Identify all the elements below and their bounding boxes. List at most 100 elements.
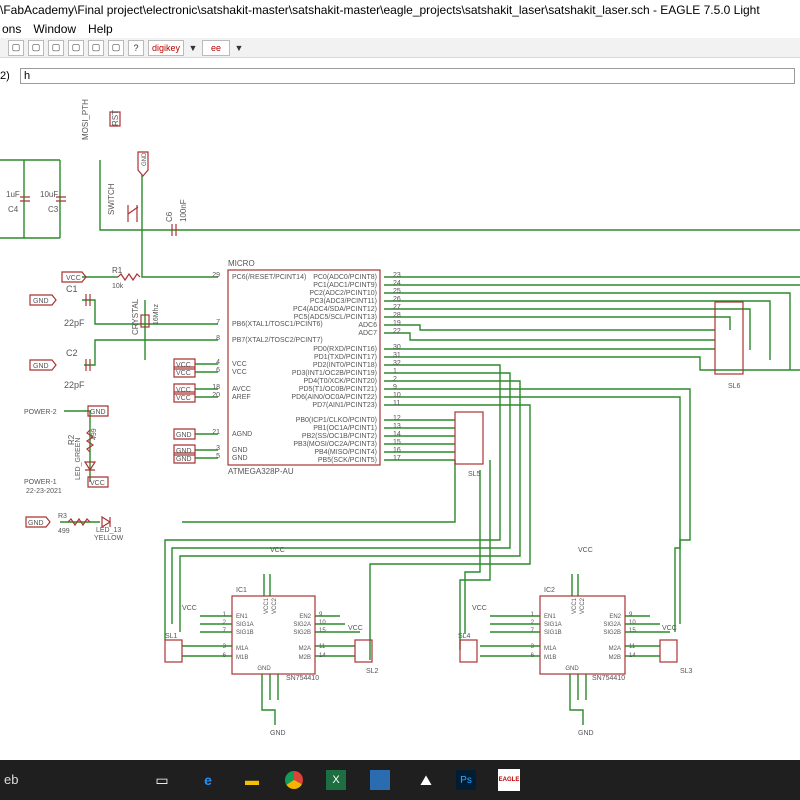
- c3-label: C3: [48, 205, 59, 214]
- driver-pin-number: 3: [223, 644, 227, 650]
- pin-number: 13: [393, 423, 401, 430]
- app-icon[interactable]: [370, 770, 390, 790]
- digikey-logo-button[interactable]: digikey: [148, 39, 184, 56]
- photoshop-icon[interactable]: Ps: [456, 770, 476, 790]
- c2-value: 22pF: [64, 380, 85, 390]
- toolbar-button[interactable]: ▢: [68, 39, 84, 56]
- help-button[interactable]: ?: [128, 39, 144, 56]
- gnd-flag: [29, 294, 57, 306]
- toolbar-button[interactable]: ▢: [28, 39, 44, 56]
- gnd-flag-label: GND: [90, 409, 106, 416]
- driver-pin-name: EN2: [299, 614, 311, 620]
- gnd-flag: [29, 359, 57, 371]
- pin-name: PC1(ADC1/PCINT9): [313, 282, 377, 289]
- c6-value: 100nF: [179, 199, 188, 222]
- toolbar-button[interactable]: ▢: [8, 39, 24, 56]
- driver-pin-name: SIG1B: [544, 630, 562, 636]
- pin-name: PB3(MOSI/OC2A/PCINT3): [293, 441, 377, 448]
- pin-name: PB7(XTAL2/TOSC2/PCINT7): [232, 337, 323, 344]
- pin-name: ADC6: [358, 322, 377, 329]
- r2-label: R2: [67, 434, 76, 445]
- driver-pin-number: 2: [223, 620, 227, 626]
- led-green-label: LED_GREEN: [75, 438, 82, 480]
- toolbar-button[interactable]: ▢: [48, 39, 64, 56]
- gnd-flag-label: GND: [28, 520, 44, 527]
- r3-value: 499: [58, 528, 70, 535]
- menu-window[interactable]: Window: [33, 22, 77, 36]
- driver-pin-name: EN1: [544, 614, 556, 620]
- window-title: \FabAcademy\Final project\electronic\sat…: [0, 0, 800, 20]
- driver-pin-name: SIG1A: [544, 622, 562, 628]
- photos-icon[interactable]: ⛰: [420, 771, 432, 788]
- gnd-label: GND: [270, 730, 286, 737]
- chrome-icon[interactable]: [282, 768, 306, 792]
- vcc-flag-label: VCC: [176, 362, 191, 369]
- edge-icon[interactable]: e: [204, 772, 212, 788]
- toolbar-button[interactable]: ▢: [108, 39, 124, 56]
- task-view-icon[interactable]: ▭: [155, 771, 169, 788]
- driver-pin-number: 15: [319, 628, 326, 634]
- vcc-flag-label: VCC: [176, 395, 191, 402]
- pin-name: PB1(OC1A/PCINT1): [313, 425, 377, 432]
- pin-name: PD1(TXD/PCINT17): [314, 354, 377, 361]
- sl3-connector: [659, 639, 678, 663]
- menu-help[interactable]: Help: [88, 22, 113, 36]
- pin-number: 21: [212, 429, 220, 436]
- pin-number: 20: [212, 392, 220, 399]
- pin-number: 1: [393, 368, 397, 375]
- menu-options[interactable]: ons: [2, 22, 22, 36]
- driver-pin-number: 15: [629, 628, 636, 634]
- pin-name: PB5(SCK/PCINT5): [318, 457, 377, 464]
- chevron-down-icon[interactable]: ▼: [188, 42, 198, 53]
- gnd-flag-label: GND: [33, 298, 49, 305]
- driver-pin-name: VCC1: [572, 597, 578, 614]
- driver-pin-number: 14: [319, 653, 326, 659]
- vcc-flag: [87, 476, 109, 488]
- gnd-flag: [137, 151, 149, 177]
- toolbar-button[interactable]: ▢: [88, 39, 104, 56]
- rst-flag: [109, 111, 121, 127]
- search-text[interactable]: eb: [4, 772, 19, 787]
- excel-icon[interactable]: X: [326, 770, 346, 790]
- driver-pin-number: 14: [629, 653, 636, 659]
- sl2-label: SL2: [366, 668, 379, 675]
- sl1-label: SL1: [165, 633, 178, 640]
- pin-number: 28: [393, 312, 401, 319]
- crystal-value: 16Mhz: [153, 303, 160, 325]
- eagle-icon[interactable]: EAGLE: [498, 769, 520, 791]
- pin-number: 4: [216, 359, 220, 366]
- c3-value: 10uF: [40, 190, 58, 199]
- pin-name: VCC: [232, 369, 247, 376]
- vcc-flag: [61, 271, 87, 283]
- sl4-label: SL4: [458, 633, 471, 640]
- chevron-down-icon[interactable]: ▼: [234, 42, 244, 53]
- driver-pin-name: M1B: [236, 655, 248, 661]
- driver-pin-name: M1A: [236, 646, 248, 652]
- driver-pin-name: EN2: [609, 614, 621, 620]
- r2-value: 499: [91, 428, 98, 440]
- driver-pin-name: GND: [565, 666, 579, 672]
- driver-pin-number: 9: [629, 612, 633, 618]
- pin-number: 23: [393, 272, 401, 279]
- pin-name: ADC7: [358, 330, 377, 337]
- pin-name: PD6(AIN0/OC0A/PCINT22): [291, 394, 377, 401]
- logo2-button[interactable]: ee: [202, 39, 230, 56]
- gnd-label: GND: [142, 152, 148, 166]
- pin-name: PD0(RXD/PCINT16): [313, 346, 377, 353]
- pin-name: PB2(SS/OC1B/PCINT2): [302, 433, 377, 440]
- pin-number: 29: [212, 272, 220, 279]
- sl5-header: [454, 411, 484, 465]
- mosi-pth-label: MOSI_PTH: [81, 99, 90, 140]
- pin-name: GND: [232, 447, 248, 454]
- command-input[interactable]: [20, 68, 795, 84]
- gnd-label: GND: [578, 730, 594, 737]
- file-explorer-icon[interactable]: ▬: [245, 772, 259, 788]
- pin-name: PB6(XTAL1/TOSC1/PCINT6): [232, 321, 323, 328]
- pin-number: 22: [393, 328, 401, 335]
- pin-number: 19: [393, 320, 401, 327]
- gnd-flag-label: GND: [33, 363, 49, 370]
- labels: MOSI_PTH RST GND SWITCH C6 100nF 1uF C4 …: [6, 99, 741, 737]
- driver-pin-name: M1A: [544, 646, 556, 652]
- gnd-flag: [87, 405, 109, 417]
